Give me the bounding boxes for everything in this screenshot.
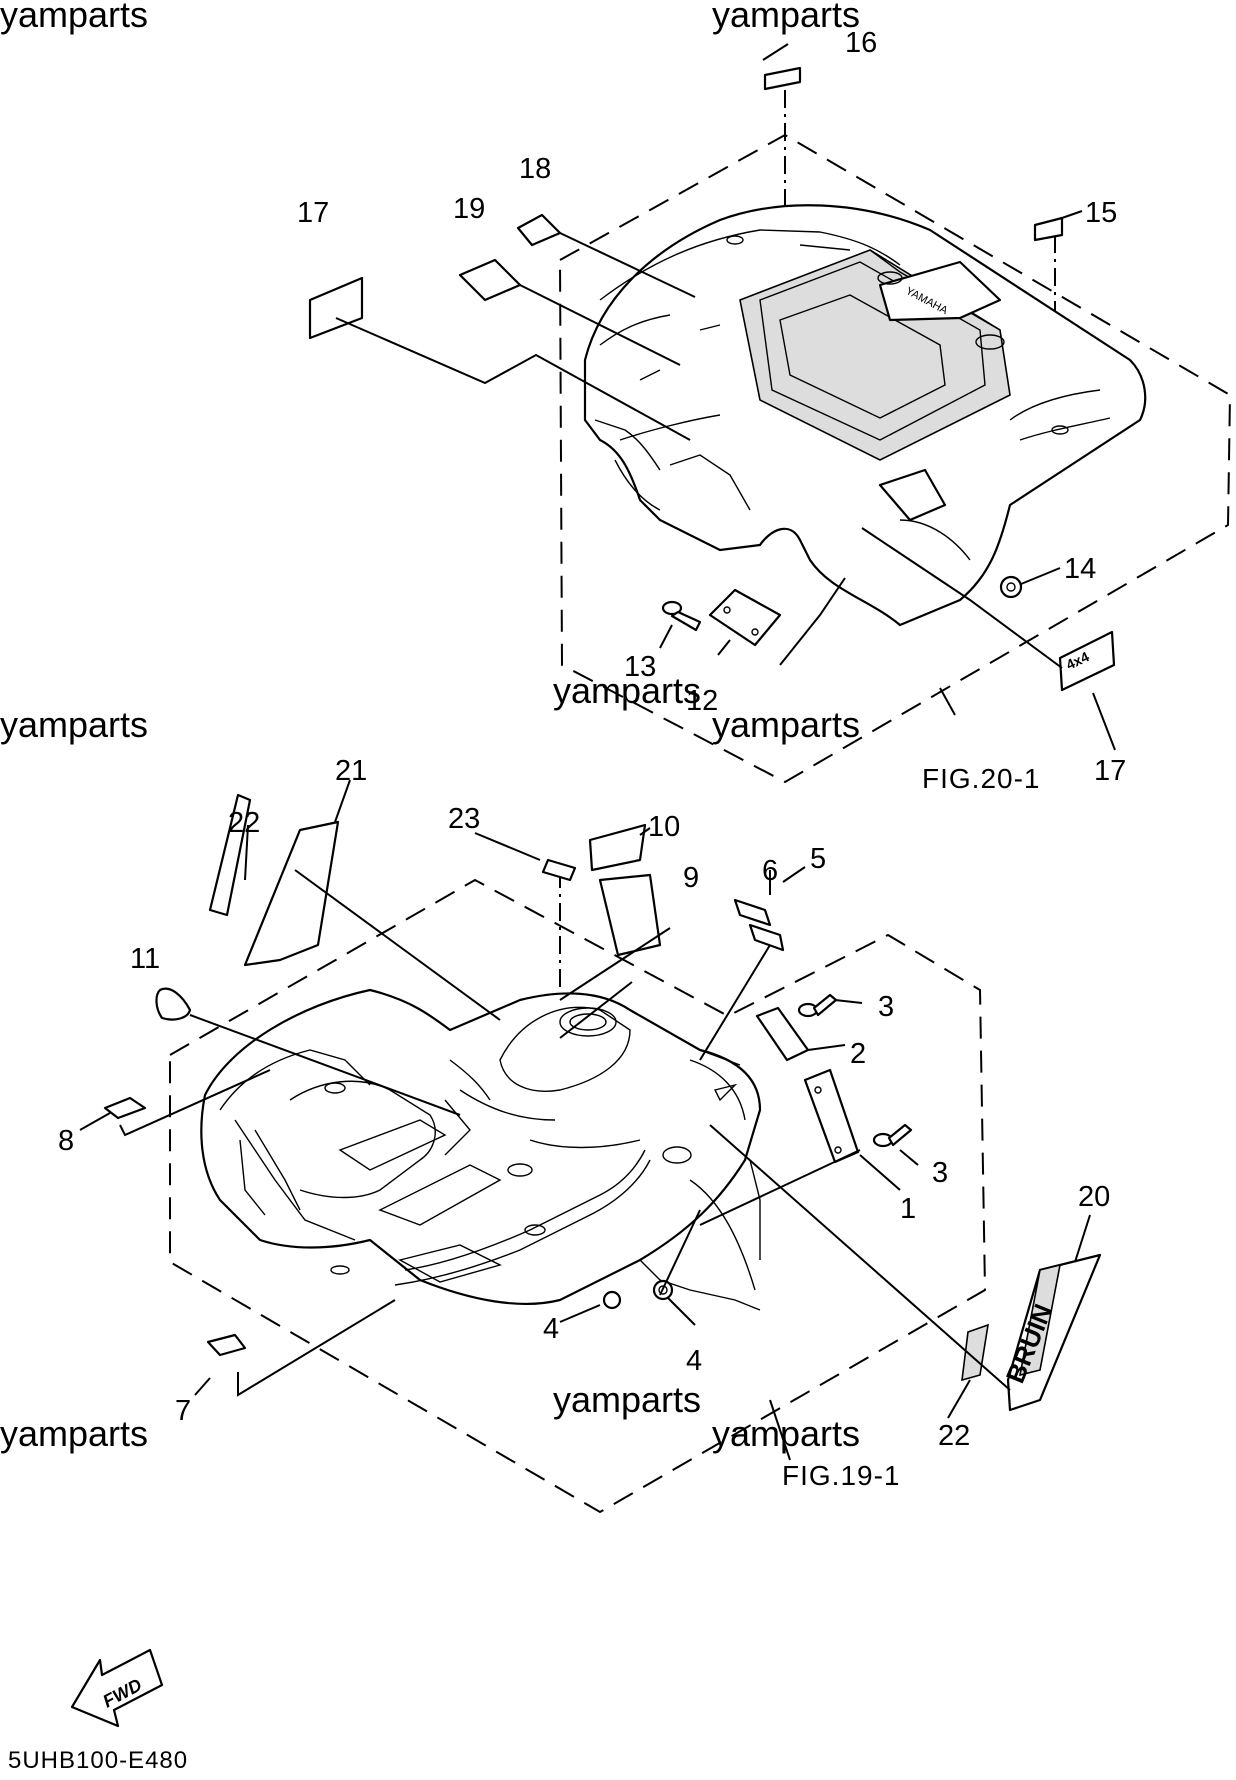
callout-19: 19 bbox=[453, 193, 485, 225]
callout-17-bottom: 17 bbox=[1094, 755, 1126, 787]
watermark: yamparts bbox=[712, 0, 860, 35]
fig-ref-front: FIG.19-1 bbox=[782, 1460, 900, 1491]
callout-7: 7 bbox=[175, 1395, 191, 1427]
callout-10: 10 bbox=[648, 811, 680, 843]
fig-ref-rear: FIG.20-1 bbox=[922, 763, 1040, 794]
decal-15 bbox=[1033, 216, 1064, 242]
callout-20: 20 bbox=[1078, 1181, 1110, 1213]
decal-18 bbox=[516, 213, 562, 247]
screw-3-top bbox=[797, 993, 838, 1018]
front-fender-boundary bbox=[169, 878, 987, 1514]
rear-fender: YAMAHA bbox=[583, 204, 1147, 627]
watermark: yamparts bbox=[712, 704, 860, 745]
watermark: yamparts bbox=[712, 1413, 860, 1454]
callout-4-left: 4 bbox=[543, 1313, 559, 1345]
callout-4-right: 4 bbox=[686, 1345, 702, 1377]
decal-20-bruin: BRUIN bbox=[1000, 1253, 1102, 1412]
decal-22-bottom bbox=[961, 1323, 990, 1382]
decal-5 bbox=[748, 923, 785, 952]
decal-22-top bbox=[208, 793, 252, 917]
callout-17-top: 17 bbox=[297, 197, 329, 229]
callout-21: 21 bbox=[335, 755, 367, 787]
screw-3-bottom bbox=[872, 1123, 913, 1148]
decal-23 bbox=[541, 858, 577, 882]
callout-1: 1 bbox=[900, 1193, 916, 1225]
decal-21 bbox=[243, 820, 340, 967]
screw-13 bbox=[661, 600, 702, 632]
callout-12: 12 bbox=[686, 685, 718, 717]
callout-3-bottom: 3 bbox=[932, 1157, 948, 1189]
callout-14: 14 bbox=[1064, 553, 1096, 585]
front-fender bbox=[200, 988, 762, 1311]
plate-12 bbox=[708, 588, 782, 647]
decal-11 bbox=[155, 987, 192, 1021]
decal-19 bbox=[458, 258, 522, 302]
callout-22-bottom: 22 bbox=[938, 1420, 970, 1452]
grommet-14 bbox=[999, 575, 1023, 599]
callout-3-top: 3 bbox=[878, 991, 894, 1023]
fwd-arrow: FWD bbox=[70, 1648, 164, 1728]
diagram-code: 5UHB100-E480 bbox=[8, 1747, 188, 1774]
callout-18: 18 bbox=[519, 153, 551, 185]
callout-22-top: 22 bbox=[228, 807, 260, 839]
callout-11: 11 bbox=[130, 943, 160, 975]
callout-5: 5 bbox=[810, 843, 826, 875]
decal-7 bbox=[206, 1333, 247, 1357]
callout-16: 16 bbox=[845, 27, 877, 59]
decal-6 bbox=[733, 898, 772, 927]
decal-17-top bbox=[308, 276, 364, 340]
callout-6: 6 bbox=[762, 855, 778, 887]
plate-2 bbox=[755, 1006, 810, 1062]
callout-8: 8 bbox=[58, 1125, 74, 1157]
callout-23: 23 bbox=[448, 803, 480, 835]
callout-9: 9 bbox=[683, 862, 699, 894]
grommet-4-left bbox=[602, 1290, 622, 1310]
watermark: yamparts bbox=[0, 0, 148, 35]
decal-9 bbox=[598, 873, 662, 957]
callout-2: 2 bbox=[850, 1038, 866, 1070]
cover-1 bbox=[803, 1068, 860, 1164]
decal-10 bbox=[588, 823, 647, 872]
watermark: yamparts bbox=[0, 704, 148, 745]
callout-13: 13 bbox=[624, 651, 656, 683]
watermark: yamparts bbox=[553, 670, 701, 711]
rear-fender-group: YAMAHA 4x4 bbox=[308, 43, 1232, 784]
decal-16 bbox=[763, 66, 802, 91]
watermark: yamparts bbox=[0, 1413, 148, 1454]
callout-15: 15 bbox=[1085, 197, 1117, 229]
decal-8 bbox=[103, 1096, 147, 1120]
front-fender-group: BRUIN bbox=[79, 779, 1102, 1514]
watermark: yamparts bbox=[553, 1379, 701, 1420]
decal-17-4x4 bbox=[1058, 630, 1116, 692]
